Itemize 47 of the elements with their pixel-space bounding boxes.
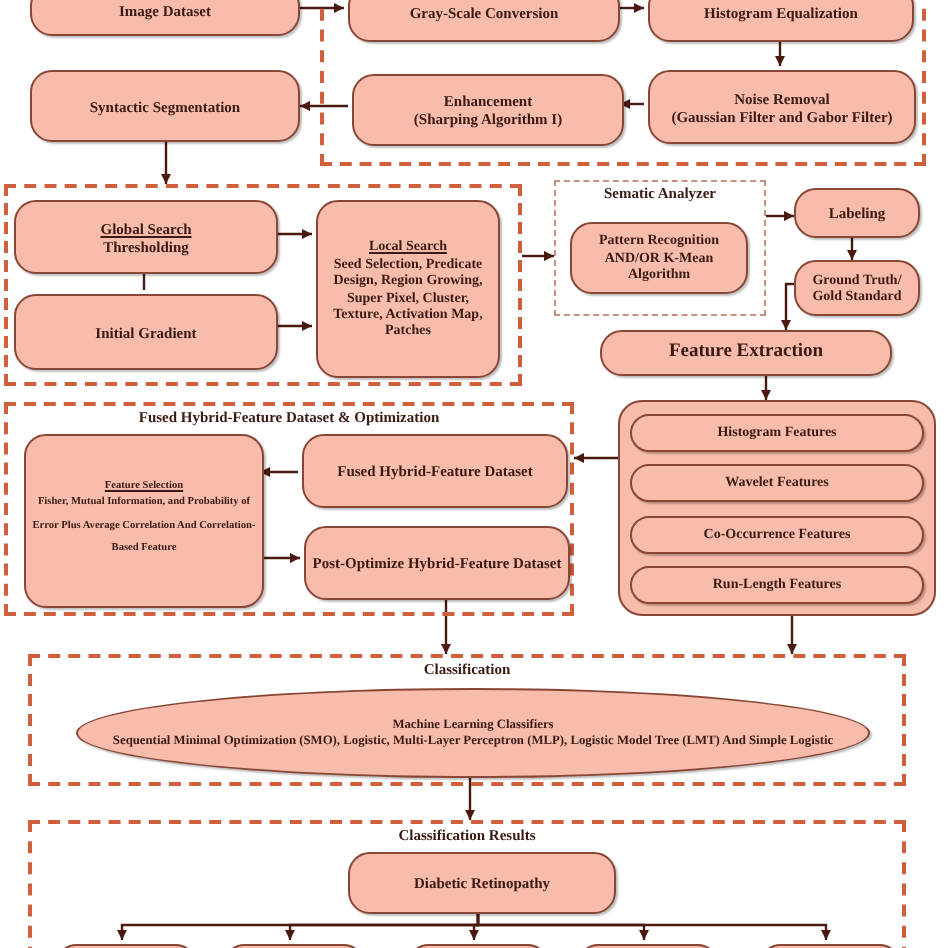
arrow xyxy=(616,3,644,13)
arrow xyxy=(847,238,857,260)
arrow xyxy=(761,376,771,400)
process-box xyxy=(600,330,892,376)
process-box xyxy=(648,0,914,42)
arrow xyxy=(260,467,298,477)
process-box xyxy=(316,200,500,378)
process-box xyxy=(348,852,616,914)
dashed-group-frame xyxy=(4,402,574,616)
arrow xyxy=(300,101,348,111)
process-box xyxy=(630,414,924,452)
arrow xyxy=(260,553,300,563)
dashed-group-frame xyxy=(28,654,906,786)
arrow xyxy=(274,229,312,239)
process-box xyxy=(352,74,624,146)
dashed-group-frame xyxy=(320,0,926,166)
process-box xyxy=(302,434,568,508)
arrow xyxy=(476,910,831,940)
process-box xyxy=(630,566,924,604)
process-box xyxy=(794,260,920,316)
process-box xyxy=(794,188,920,238)
process-box xyxy=(304,526,570,600)
arrow xyxy=(465,774,475,820)
arrow xyxy=(161,142,171,184)
box-label: Feature Extraction xyxy=(668,341,824,365)
process-box xyxy=(348,0,620,42)
dashed-group-frame xyxy=(554,180,766,316)
process-box xyxy=(630,516,924,554)
arrow xyxy=(300,3,344,13)
process-box xyxy=(570,222,748,294)
arrow xyxy=(574,453,618,463)
arrow xyxy=(787,616,797,654)
dashed-group-frame xyxy=(4,184,522,386)
process-box xyxy=(24,434,264,608)
process-box xyxy=(14,200,278,274)
arrow xyxy=(522,251,554,261)
arrow xyxy=(766,211,794,221)
process-box xyxy=(30,70,300,142)
arrow xyxy=(781,282,794,330)
arrow xyxy=(775,38,785,66)
process-box xyxy=(14,294,278,370)
feature-panel xyxy=(618,400,936,616)
process-box xyxy=(648,70,916,144)
dashed-group-frame xyxy=(28,820,906,948)
arrow xyxy=(441,596,451,654)
process-box xyxy=(630,464,924,502)
arrow xyxy=(274,321,312,331)
